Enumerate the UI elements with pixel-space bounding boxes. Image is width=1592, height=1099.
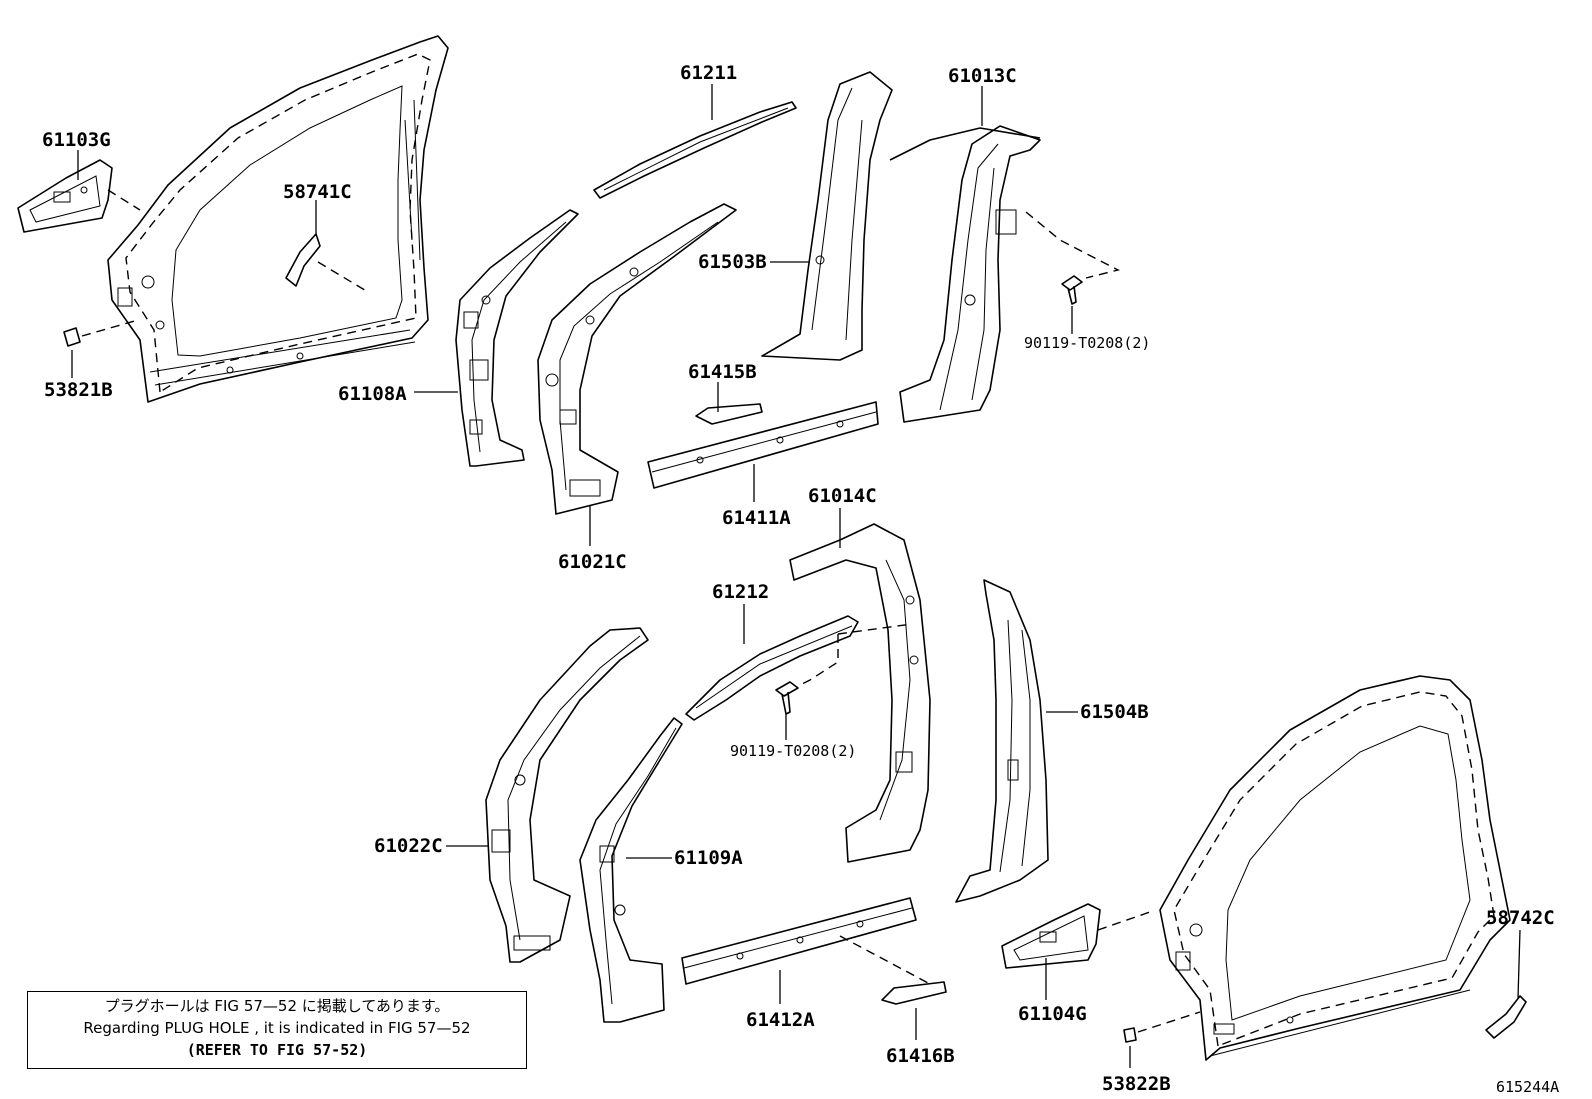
- roof-rail-61211: [593, 101, 797, 199]
- roof-rail-61212: [685, 615, 859, 721]
- bracket-61104G: [1001, 903, 1151, 969]
- label-61013C: 61013C: [948, 65, 1017, 87]
- label-90119-lower: 90119-T0208(2): [730, 742, 856, 760]
- seal-piece-58741C: [285, 233, 369, 293]
- pillar-61108A: [455, 209, 579, 467]
- side-outer-panel-left: [107, 35, 449, 403]
- label-90119-upper: 90119-T0208(2): [1024, 334, 1150, 352]
- label-61504B: 61504B: [1080, 701, 1149, 723]
- label-61212: 61212: [712, 581, 769, 603]
- label-61415B: 61415B: [688, 361, 757, 383]
- bolt-90119-upper: [1025, 211, 1120, 305]
- label-61022C: 61022C: [374, 835, 443, 857]
- note-line-english: Regarding PLUG HOLE , it is indicated in…: [83, 1019, 471, 1037]
- leader-lines: [71, 84, 1521, 1068]
- label-58742C: 58742C: [1486, 907, 1555, 929]
- bolt-90119-lower: [775, 681, 799, 715]
- bracket-61103G: [17, 159, 141, 233]
- label-58741C: 58741C: [283, 181, 352, 203]
- label-61108A: 61108A: [338, 383, 407, 405]
- pillar-61022C: [485, 627, 649, 963]
- label-61416B: 61416B: [886, 1045, 955, 1067]
- label-61109A: 61109A: [674, 847, 743, 869]
- part-labels: 61103G 58741C 53821B 61211 61108A 61503B…: [42, 62, 1559, 1096]
- pillar-61504B: [955, 579, 1049, 903]
- plug-hole-note: プラグホールは FIG 57—52 に掲載してあります。 Regarding P…: [27, 991, 527, 1069]
- label-61103G: 61103G: [42, 129, 111, 151]
- pillar-61109A: [579, 717, 683, 1023]
- label-53821B: 53821B: [44, 379, 113, 401]
- rocker-inner-61412A: [681, 897, 931, 985]
- note-line-japanese: プラグホールは FIG 57—52 に掲載してあります。: [104, 997, 450, 1015]
- gusset-61415B: [695, 403, 763, 425]
- plug-53821B: [63, 319, 139, 347]
- note-line-refer: (REFER TO FIG 57-52): [186, 1041, 368, 1059]
- label-61014C: 61014C: [808, 485, 877, 507]
- pillar-61021C: [537, 203, 737, 515]
- figure-id: 615244A: [1496, 1078, 1559, 1096]
- pillar-61014C: [789, 523, 931, 863]
- label-61503B: 61503B: [698, 251, 767, 273]
- label-61412A: 61412A: [746, 1009, 815, 1031]
- gusset-61416B: [881, 981, 947, 1005]
- rocker-inner-61411A: [647, 401, 879, 489]
- label-61104G: 61104G: [1018, 1003, 1087, 1025]
- label-53822B: 53822B: [1102, 1073, 1171, 1095]
- seal-piece-58742C: [1485, 995, 1527, 1039]
- label-61411A: 61411A: [722, 507, 791, 529]
- label-61211: 61211: [680, 62, 737, 84]
- pillar-61013C: [889, 125, 1041, 423]
- pillar-61503B: [761, 71, 893, 361]
- side-outer-panel-right: [1159, 675, 1511, 1061]
- plug-53822B: [1123, 1011, 1201, 1043]
- label-61021C: 61021C: [558, 551, 627, 573]
